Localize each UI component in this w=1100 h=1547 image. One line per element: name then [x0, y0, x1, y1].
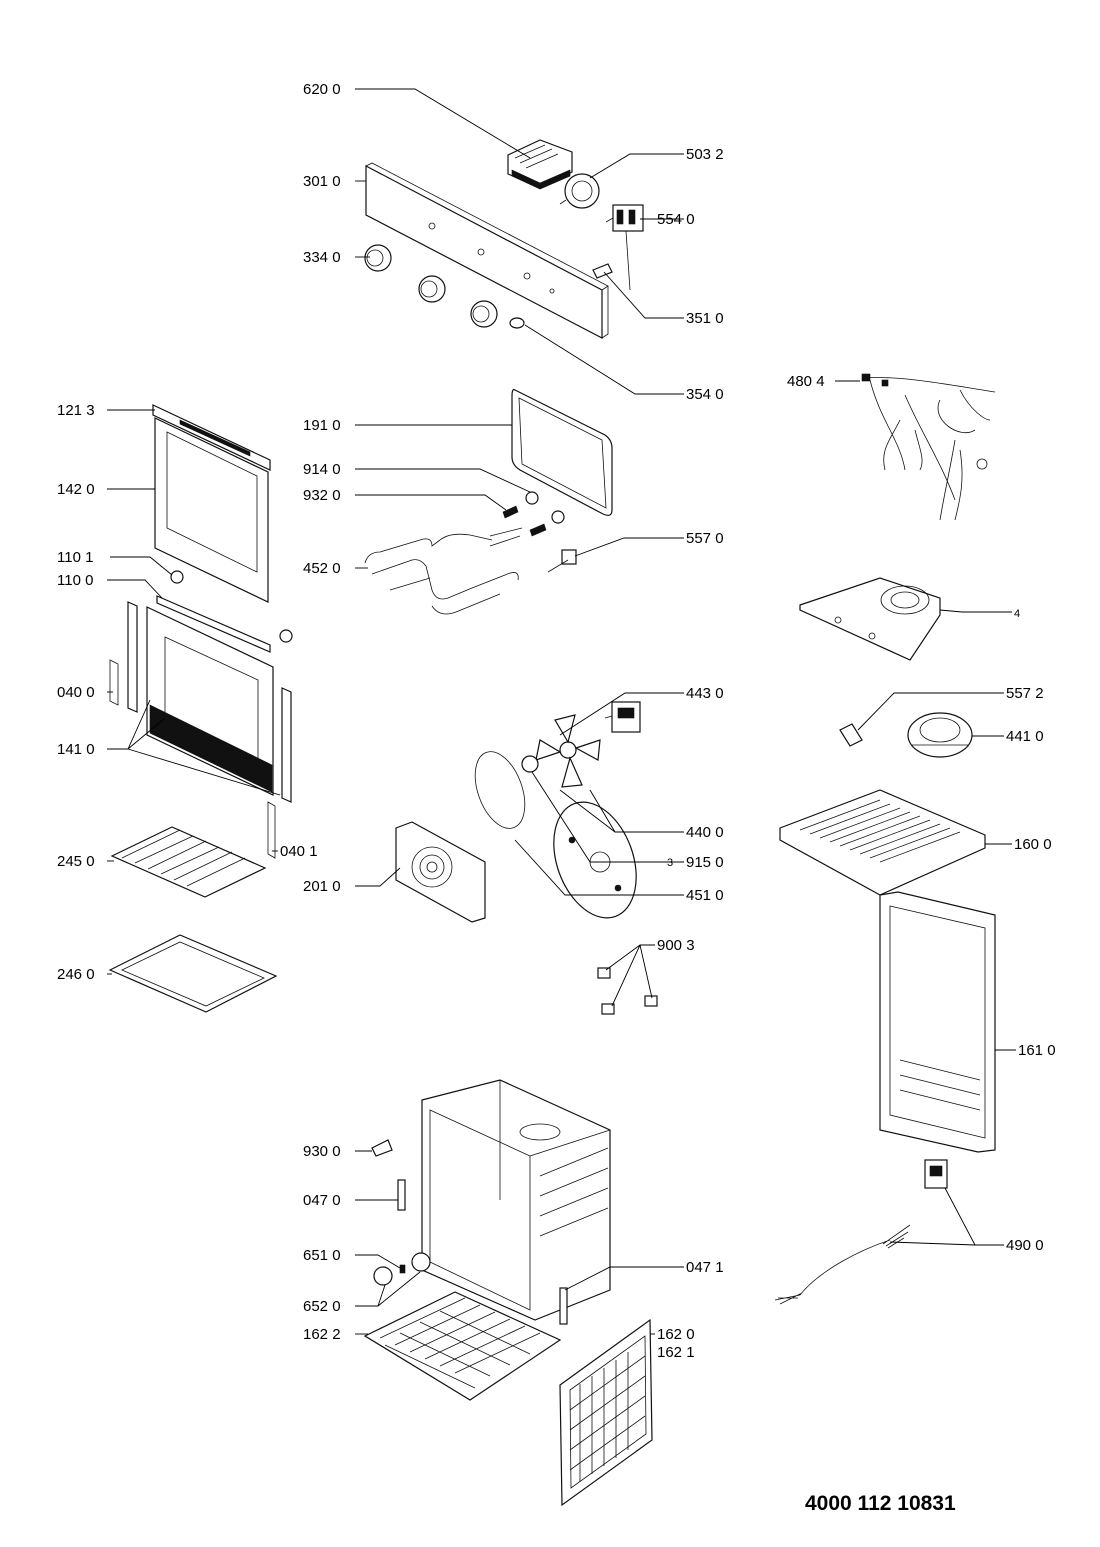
label-900-3: 900 3	[657, 937, 695, 954]
label-3: 3	[667, 857, 673, 869]
lamp-switch-part	[509, 263, 613, 329]
label-162-0: 162 0	[657, 1326, 695, 1343]
door-top-profile-part	[152, 404, 271, 471]
label-503-2: 503 2	[686, 146, 724, 163]
leader-lines	[107, 88, 1016, 1335]
control-knobs-part	[364, 244, 498, 328]
label-141-0: 141 0	[57, 741, 95, 758]
oven-shelf-part	[110, 826, 267, 898]
door-gasket-part	[511, 389, 613, 516]
side-panel-part	[879, 891, 996, 1153]
label-354-0: 354 0	[686, 386, 724, 403]
label-246-0: 246 0	[57, 966, 95, 983]
label-443-0: 443 0	[686, 685, 724, 702]
label-620-0: 620 0	[303, 81, 341, 98]
door-profile-part	[156, 570, 293, 653]
fan-motor-part	[604, 701, 641, 733]
label-162-1: 162 1	[657, 1344, 695, 1361]
label-4: 4	[1014, 608, 1020, 620]
label-047-1: 047 1	[686, 1259, 724, 1276]
fan-disc-3-part	[553, 801, 637, 919]
oven-cavity-part	[421, 1079, 611, 1321]
label-557-0: 557 0	[686, 530, 724, 547]
label-110-0: 110 0	[57, 572, 93, 589]
outer-glass-part	[154, 417, 269, 603]
label-040-1: 040 1	[280, 843, 318, 860]
label-554-0: 554 0	[657, 211, 695, 228]
label-441-0: 441 0	[1006, 728, 1044, 745]
sensor-557-0-part	[547, 549, 577, 573]
label-652-0: 652 0	[303, 1298, 341, 1315]
document-number: 4000 112 10831	[805, 1492, 956, 1515]
terminal-block-part	[507, 139, 573, 190]
label-047-0: 047 0	[303, 1192, 341, 1209]
label-651-0: 651 0	[303, 1247, 341, 1264]
control-panel-part	[365, 162, 609, 339]
label-932-0: 932 0	[303, 487, 341, 504]
label-557-2: 557 2	[1006, 685, 1044, 702]
label-142-0: 142 0	[57, 481, 95, 498]
label-040-0: 040 0	[57, 684, 95, 701]
label-121-3: 121 3	[57, 402, 95, 419]
label-452-0: 452 0	[303, 560, 341, 577]
cooling-fan-part	[907, 712, 973, 758]
selector-switch-part	[605, 204, 644, 291]
label-915-0: 915 0	[686, 854, 724, 871]
clips-part	[597, 967, 658, 1015]
fan-ring-part	[474, 751, 539, 829]
rear-grid-part	[779, 789, 986, 896]
vent-cover-4-part	[799, 577, 941, 661]
label-451-0: 451 0	[686, 887, 724, 904]
label-160-0: 160 0	[1014, 836, 1052, 853]
bottom-grid-part	[363, 1291, 562, 1401]
label-110-1: 110 1	[57, 549, 93, 566]
label-162-2: 162 2	[303, 1326, 341, 1343]
label-351-0: 351 0	[686, 310, 724, 327]
inner-door-part	[109, 601, 292, 859]
power-cable-part	[774, 1159, 948, 1305]
fan-blade-part	[535, 714, 601, 788]
label-245-0: 245 0	[57, 853, 95, 870]
label-914-0: 914 0	[303, 461, 341, 478]
sensor-557-2-part	[839, 723, 863, 747]
baking-tray-part	[108, 934, 278, 1013]
part-labels: 620 0 503 2 301 0 554 0 334 0 351 0 354 …	[57, 81, 1056, 1361]
small-parts-part	[371, 1139, 568, 1325]
label-930-0: 930 0	[303, 1143, 341, 1160]
label-334-0: 334 0	[303, 249, 341, 266]
label-480-4: 480 4	[787, 373, 825, 390]
label-440-0: 440 0	[686, 824, 724, 841]
label-161-0: 161 0	[1018, 1042, 1056, 1059]
wiring-harness-part	[861, 373, 996, 521]
thermostat-part	[559, 173, 600, 209]
label-201-0: 201 0	[303, 878, 341, 895]
label-191-0: 191 0	[303, 417, 341, 434]
label-490-0: 490 0	[1006, 1237, 1044, 1254]
rear-fan-cover-part	[395, 821, 486, 923]
grill-element-part	[364, 527, 523, 615]
label-301-0: 301 0	[303, 173, 341, 190]
element-nuts-part	[502, 491, 565, 537]
rear-panel-grid-part	[559, 1318, 653, 1507]
